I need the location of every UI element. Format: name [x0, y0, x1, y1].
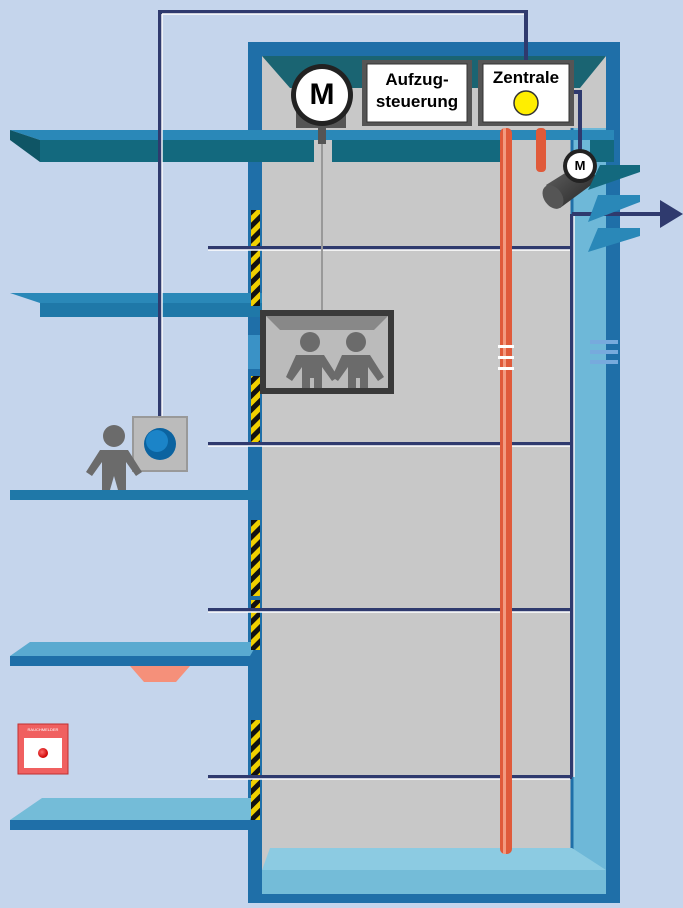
smoke-detector-label: RAUCHMELDER: [27, 727, 59, 732]
control-center-label: Zentrale: [492, 68, 560, 87]
elevator-control-label-line1: Aufzug-: [385, 70, 449, 89]
motor-large-label: M: [309, 78, 335, 111]
motor-small-label: M: [574, 158, 586, 173]
machine-room-floor: [262, 130, 614, 162]
elevator-control-label-line2: steuerung: [375, 92, 459, 111]
small-motor: [563, 149, 597, 183]
manual-call-point: [17, 723, 69, 775]
floor-slabs: [10, 130, 262, 830]
exit-arrow-icon: [660, 200, 683, 228]
status-lamp-icon: [513, 90, 539, 116]
vent-louvers: [588, 165, 640, 364]
elevator-car: [260, 310, 394, 394]
person-icon: [86, 425, 142, 490]
call-panel: [132, 416, 188, 472]
large-motor: [291, 64, 353, 312]
landing-doors: [248, 210, 262, 820]
smoke-pipes: [498, 128, 546, 854]
ceiling-smoke-detector-icon: [130, 666, 190, 682]
